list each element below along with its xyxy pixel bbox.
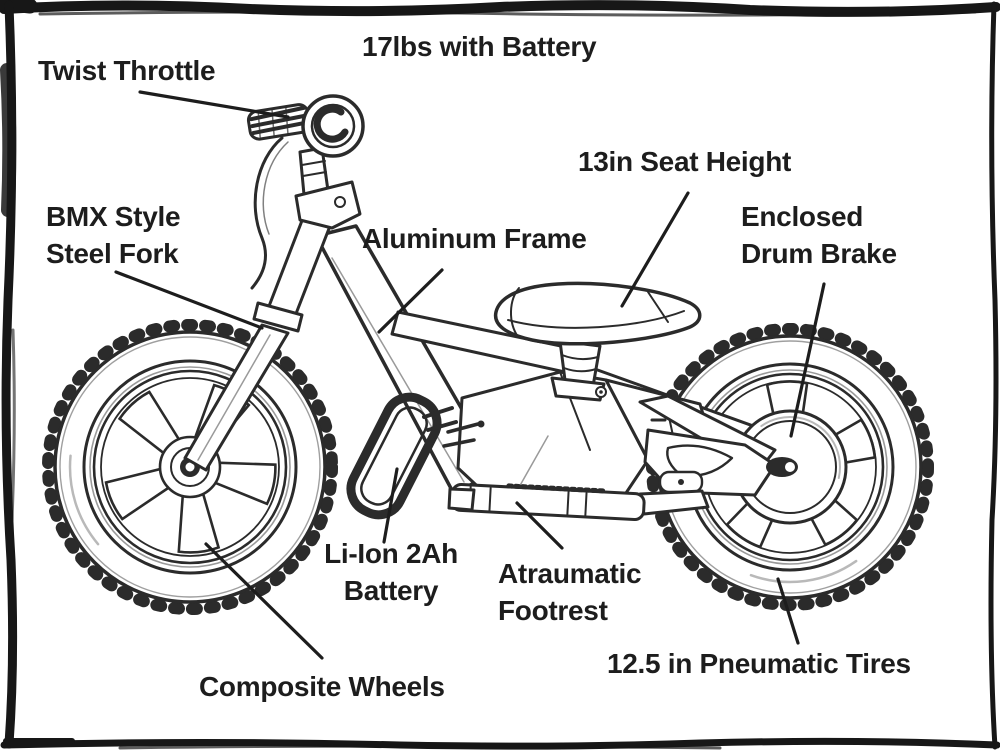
stem-clamp xyxy=(294,180,362,230)
callout-weight: 17lbs with Battery xyxy=(362,31,597,62)
callout-fork: BMX Style Steel Fork xyxy=(46,201,181,269)
callout-tires: 12.5 in Pneumatic Tires xyxy=(607,648,911,679)
callout-drum-brake: Enclosed Drum Brake xyxy=(741,201,897,269)
callout-seat-height: 13in Seat Height xyxy=(578,146,792,177)
leader-footrest xyxy=(515,501,564,550)
footrest-group xyxy=(447,482,710,522)
leader-twist-throttle xyxy=(138,90,290,119)
leader-frame xyxy=(377,268,444,334)
fork-collar xyxy=(252,301,304,333)
twist-throttle-grip xyxy=(246,103,312,141)
leader-drum-brake xyxy=(789,282,826,438)
fork-lower-leg xyxy=(183,323,290,472)
front-tire-knobs xyxy=(42,319,338,615)
swingarm-group xyxy=(638,394,848,525)
front-rim xyxy=(92,369,288,565)
leader-tires xyxy=(776,577,800,645)
leader-lines xyxy=(114,90,826,660)
seat-group xyxy=(493,281,702,402)
leader-fork xyxy=(114,270,264,330)
seat xyxy=(493,281,702,346)
callout-wheels: Composite Wheels xyxy=(199,671,445,702)
battery-group xyxy=(346,392,458,520)
brake-cable xyxy=(250,136,284,290)
callout-frame: Aluminum Frame xyxy=(362,223,587,254)
leader-wheels xyxy=(204,542,324,660)
leader-battery xyxy=(382,467,399,544)
callout-twist-throttle: Twist Throttle xyxy=(38,55,216,86)
fork-group xyxy=(183,94,365,472)
callout-footrest: Atraumatic Footrest xyxy=(498,558,642,626)
leader-seat-height xyxy=(620,191,690,308)
front-tire-outer xyxy=(53,330,327,604)
callout-battery: Li-Ion 2Ah Battery xyxy=(324,538,458,606)
battery-pack xyxy=(346,392,442,520)
